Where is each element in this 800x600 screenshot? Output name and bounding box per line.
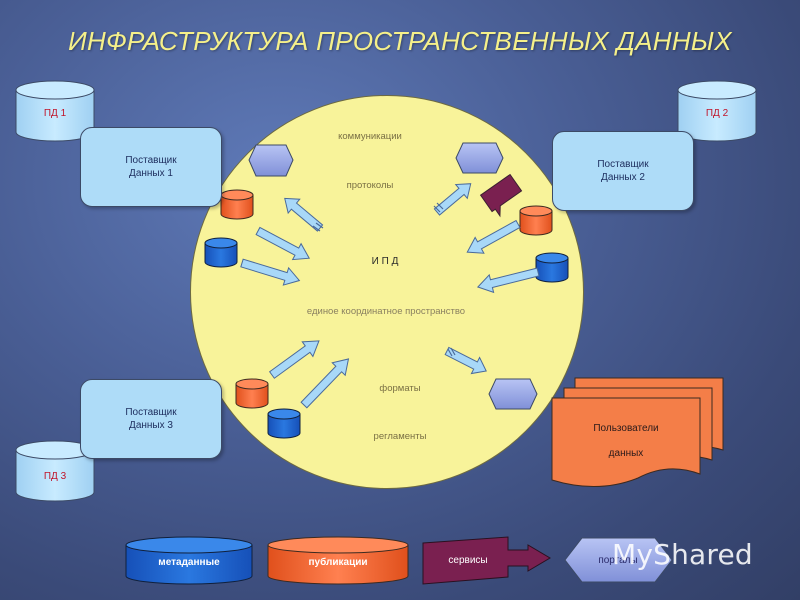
publication-cylinder-icon [519, 205, 553, 236]
service-flag-icon [479, 173, 523, 218]
arrow-icon [433, 183, 472, 216]
metadata-cylinder-icon [267, 408, 301, 439]
label-ipd: И П Д [371, 256, 399, 267]
provider-3-box: Поставщик Данных 3 [80, 379, 222, 459]
legend-publications-label: публикации [308, 557, 368, 568]
db-pd3-icon [15, 440, 95, 502]
provider-1-box: Поставщик Данных 1 [80, 127, 222, 207]
provider-2-box: Поставщик Данных 2 [552, 131, 694, 211]
arrow-icon [300, 358, 350, 409]
legend-publication-cylinder [267, 536, 409, 585]
users-label: Пользователи данных [593, 423, 659, 459]
provider-3-label: Поставщик Данных 3 [125, 406, 177, 432]
label-formats: форматы [379, 383, 421, 394]
arrow-icon [255, 226, 311, 261]
portal-hex-icon [455, 142, 504, 174]
publication-cylinder-icon [220, 189, 254, 220]
db-pd3-label: ПД 3 [43, 471, 67, 482]
legend-service-flag [422, 536, 551, 585]
db-pd1-label: ПД 1 [43, 108, 67, 119]
metadata-cylinder-icon [204, 237, 238, 268]
page-title: ИНФРАСТРУКТУРА ПРОСТРАНСТВЕННЫХ ДАННЫХ [68, 26, 732, 56]
legend-portals-label: порталы [598, 555, 638, 566]
label-communications: коммуникации [338, 131, 402, 142]
arrow-icon [268, 340, 320, 379]
users-document-icon [551, 377, 724, 487]
portal-hex-icon [248, 144, 294, 177]
arrow-icon [240, 258, 301, 286]
db-pd2-label: ПД 2 [705, 108, 729, 119]
db-pd2-icon [677, 80, 757, 142]
arrow-icon [444, 346, 487, 375]
legend-metadata-label: метаданные [158, 557, 220, 568]
portal-hex-icon [488, 378, 538, 410]
arrow-icon [284, 197, 324, 232]
legend-portal-hex [564, 537, 673, 583]
arrow-icon [466, 219, 521, 254]
provider-1-label: Поставщик Данных 1 [125, 154, 177, 180]
provider-2-label: Поставщик Данных 2 [597, 158, 649, 184]
arrow-icon [476, 267, 540, 294]
metadata-cylinder-icon [535, 252, 569, 283]
db-pd1-icon [15, 80, 95, 142]
label-regulations: регламенты [373, 431, 427, 442]
legend-metadata-cylinder [125, 536, 253, 585]
legend-services-label: сервисы [448, 555, 488, 566]
watermark-logo: MyShared [612, 538, 753, 571]
publication-cylinder-icon [235, 378, 269, 409]
label-coord-space: единое координатное пространство [306, 306, 466, 317]
label-protocols: протоколы [346, 180, 394, 191]
